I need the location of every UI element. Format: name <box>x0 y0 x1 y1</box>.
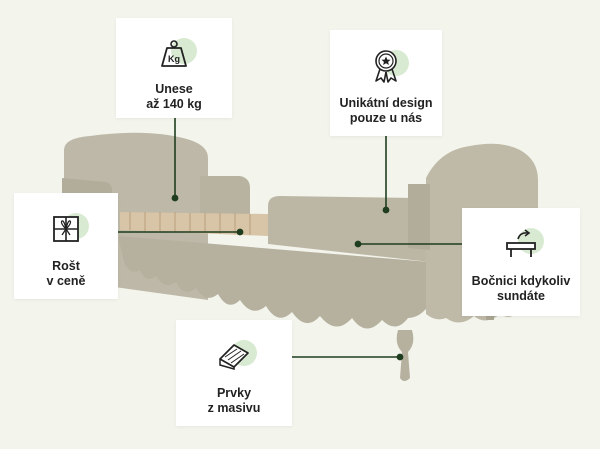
callout-weight: Kg Unese až 140 kg <box>116 18 232 118</box>
callout-design: Unikátní design pouze u nás <box>330 30 442 136</box>
bed-slats <box>120 212 268 236</box>
callout-slats: Rošt v ceně <box>14 193 118 299</box>
award-ribbon-icon <box>363 46 409 86</box>
bed-side-frame <box>118 236 430 329</box>
callout-wood: Prvky z masivu <box>176 320 292 426</box>
gift-box-icon <box>43 209 89 249</box>
callout-slats-label: Rošt v ceně <box>46 259 86 288</box>
bed-right-guard <box>408 184 430 250</box>
weight-icon: Kg <box>151 34 197 74</box>
callout-rails-label: Bočnici kdykoliv sundáte <box>471 274 571 303</box>
callout-weight-label: Unese až 140 kg <box>146 82 202 111</box>
bed-back-guard <box>200 176 250 222</box>
callout-design-label: Unikátní design pouze u nás <box>339 96 433 125</box>
callout-rails: Bočnici kdykoliv sundáte <box>462 208 580 316</box>
wood-log-icon <box>211 336 257 376</box>
weight-icon-text: Kg <box>168 54 180 64</box>
callout-wood-label: Prvky z masivu <box>207 386 261 415</box>
removable-rail-icon <box>498 224 544 264</box>
bed-leg <box>396 330 414 381</box>
bed-front-rail <box>268 196 430 262</box>
